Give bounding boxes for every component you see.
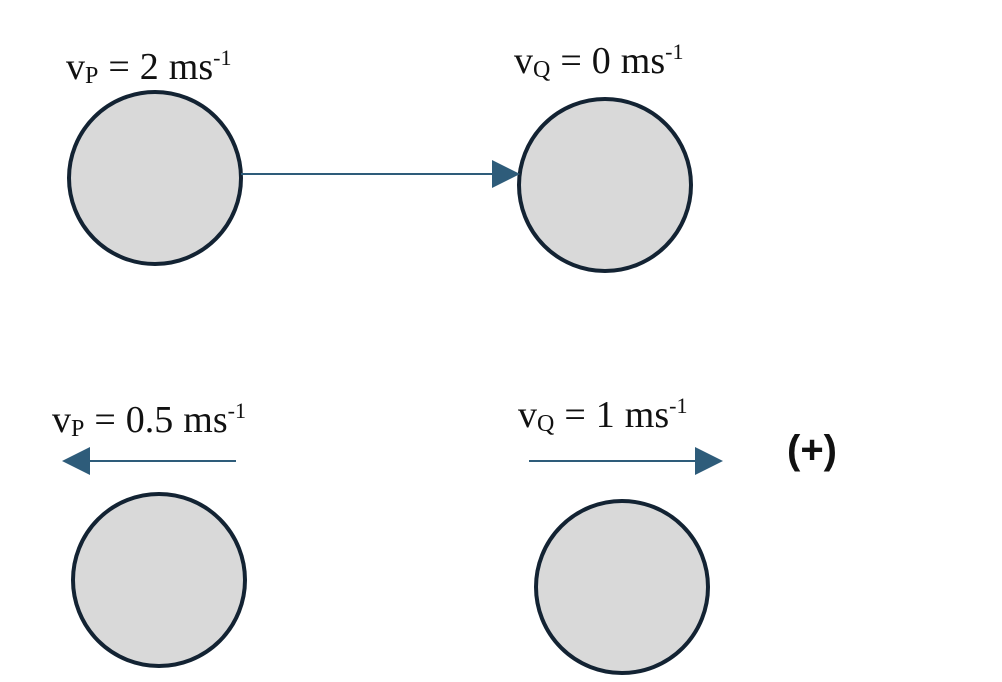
ball-p-after <box>71 492 247 668</box>
ball-q-before <box>517 97 693 273</box>
arrow-q-after-head <box>695 447 723 475</box>
arrow-p-before-head <box>492 160 520 188</box>
positive-direction-sign: (+) <box>787 428 837 472</box>
ball-q-after <box>534 499 710 675</box>
arrow-p-after-head <box>62 447 90 475</box>
ball-p-before <box>67 90 243 266</box>
